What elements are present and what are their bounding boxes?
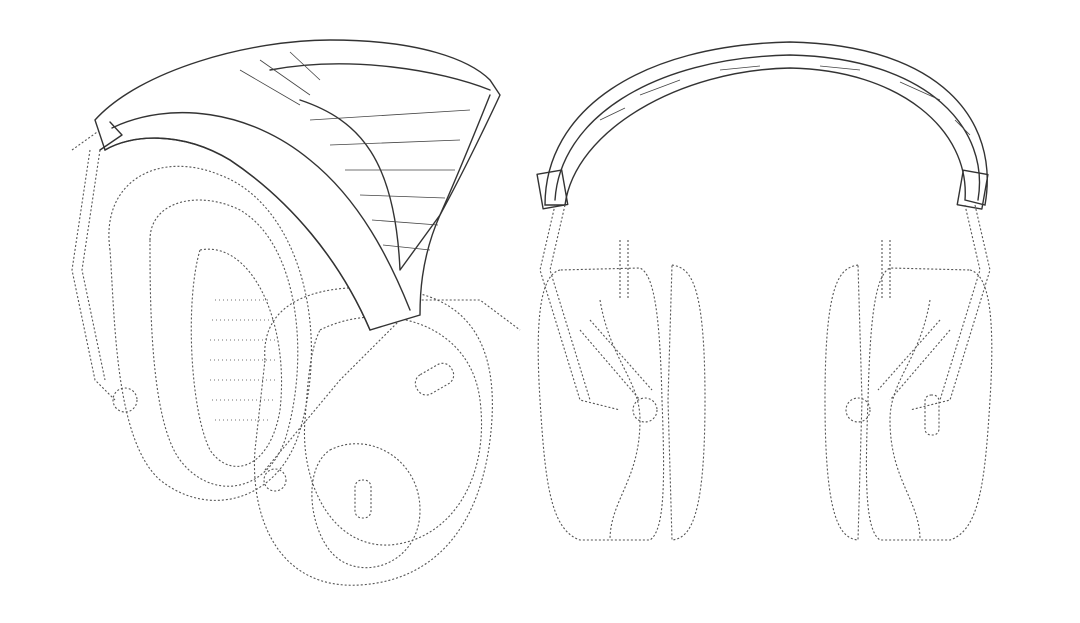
- perspective-view: [71, 39, 521, 586]
- left-front-earcup: [537, 204, 706, 541]
- left-slider-arm: [71, 129, 138, 413]
- front-view-headband: [536, 41, 989, 210]
- right-front-earcup: [824, 204, 993, 541]
- front-earcup: [253, 287, 521, 586]
- rear-earcup: [108, 165, 312, 501]
- headband: [94, 39, 501, 331]
- front-view: [536, 41, 993, 541]
